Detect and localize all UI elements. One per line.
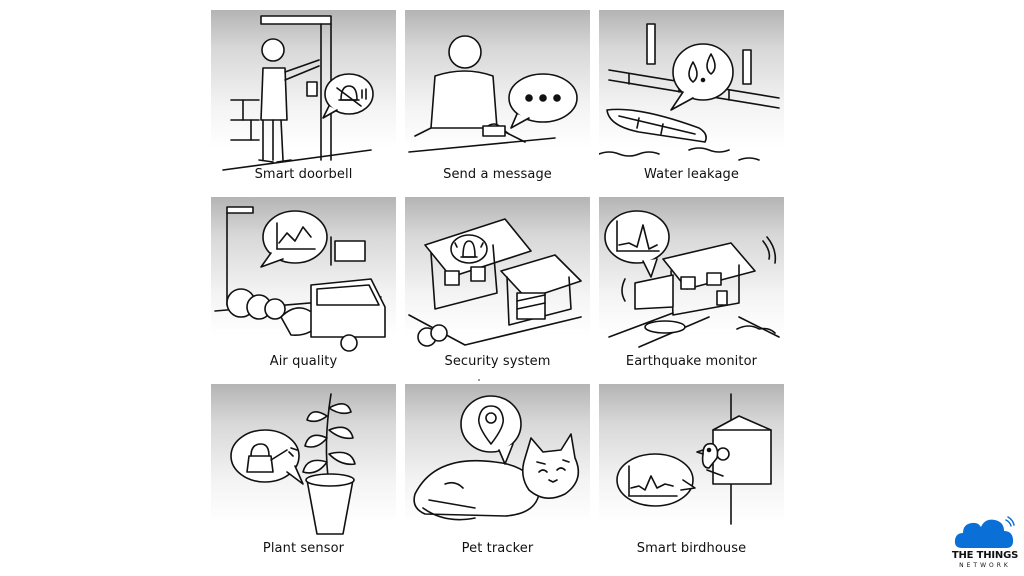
cloud-icon [954, 516, 1015, 548]
tile-caption: Earthquake monitor [625, 354, 758, 369]
tile-caption: Security system [444, 354, 551, 369]
smart-birdhouse-illustration [616, 393, 772, 525]
air-quality-illustration [214, 206, 386, 352]
the-things-network-logo: THE THINGS NETWORK [950, 516, 1020, 572]
message-bubble-icon [525, 94, 561, 102]
graph-icon [616, 220, 660, 252]
tile-send-a-message: Send a message [405, 10, 590, 188]
doorbell-icon [336, 85, 362, 107]
tile-caption: Plant sensor [262, 541, 345, 556]
pet-tracker-illustration [413, 395, 580, 521]
tile-caption: Pet tracker [461, 541, 534, 556]
graph-icon [276, 222, 316, 250]
stray-dot [478, 379, 480, 381]
tile-plant-sensor: Plant sensor [211, 384, 396, 562]
tile-caption: Send a message [443, 167, 552, 182]
tile-caption: Air quality [269, 354, 338, 369]
water-drops-icon [688, 53, 716, 83]
tile-smart-birdhouse: Smart birdhouse [599, 384, 784, 562]
watering-can-icon [246, 443, 298, 473]
tile-air-quality: Air quality [211, 197, 396, 375]
tile-caption: Smart birdhouse [636, 541, 747, 556]
tile-pet-tracker: Pet tracker [405, 384, 590, 562]
tile-caption: Smart doorbell [254, 167, 353, 182]
graph-icon [628, 465, 678, 497]
logo-text-line2: NETWORK [959, 562, 1011, 569]
tile-security-system: Security system [405, 197, 590, 375]
send-a-message-illustration [408, 35, 578, 153]
security-system-illustration [408, 218, 582, 347]
location-pin-icon [477, 405, 505, 445]
tile-earthquake-monitor: Earthquake monitor [599, 197, 784, 375]
plant-sensor-illustration [230, 393, 356, 535]
earthquake-monitor-illustration [604, 210, 780, 348]
tile-water-leakage: Water leakage [599, 10, 784, 188]
water-leakage-illustration [599, 23, 780, 161]
tile-caption: Water leakage [644, 167, 739, 182]
smart-doorbell-illustration [222, 15, 374, 171]
tile-smart-doorbell: Smart doorbell [211, 10, 396, 188]
logo-text-line1: THE THINGS [951, 550, 1019, 561]
alarm-bell-icon [454, 240, 484, 258]
